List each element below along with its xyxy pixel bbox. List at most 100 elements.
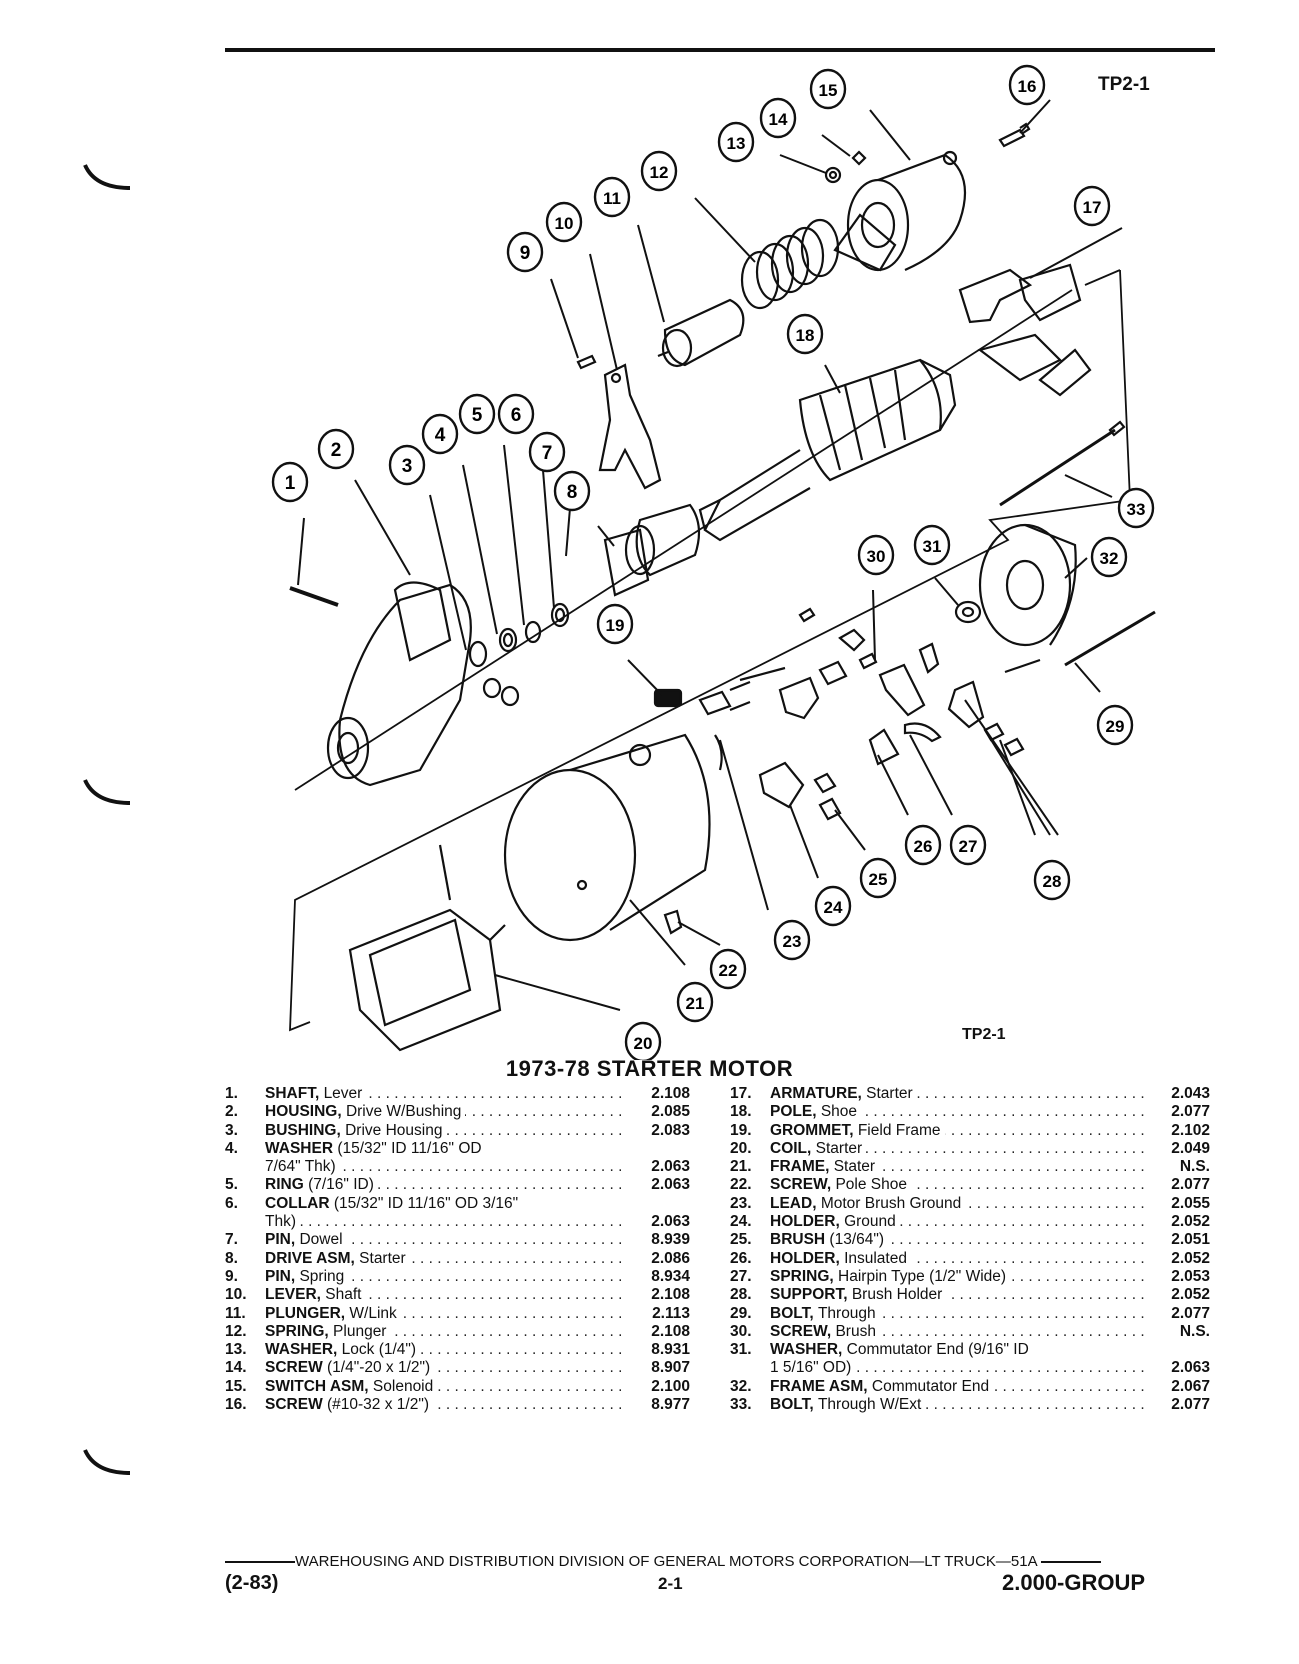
parts-row: 27.SPRING, Hairpin Type (1/2" Wide)2.053 xyxy=(730,1267,1210,1286)
part-number: 28. xyxy=(730,1286,752,1304)
callout-4: 4 xyxy=(421,413,459,455)
part-description: GROMMET, Field Frame xyxy=(770,1121,1144,1140)
part-description: SHAFT, Lever xyxy=(265,1085,624,1103)
callout-label: 32 xyxy=(1100,549,1119,568)
parts-row: 10.LEVER, Shaft2.108 xyxy=(225,1286,690,1305)
callout-label: 18 xyxy=(796,326,815,345)
part-name: FRAME ASM, xyxy=(770,1377,872,1395)
part-description: PIN, Spring xyxy=(265,1267,624,1286)
part-number: 3. xyxy=(225,1121,238,1139)
part-detail: 7/64" Thk) xyxy=(265,1158,336,1176)
part-number: 32. xyxy=(730,1377,752,1395)
callout-label: 3 xyxy=(402,456,413,477)
parts-row: 29.BOLT, Through2.077 xyxy=(730,1304,1210,1323)
part-group-code: 2.063 xyxy=(651,1176,690,1194)
part-name: SCREW, xyxy=(770,1322,836,1340)
part-name: WASHER, xyxy=(770,1341,847,1359)
callout-label: 5 xyxy=(472,405,483,426)
part-description: PLUNGER, W/Link xyxy=(265,1304,624,1323)
callout-27: 27 xyxy=(949,824,987,866)
part-description: SCREW, Brush xyxy=(770,1322,1144,1341)
part-description: SCREW (1/4"-20 x 1/2") xyxy=(265,1359,624,1378)
part-description: 1 5/16" OD) xyxy=(770,1359,1144,1378)
part-detail: Hairpin Type (1/2" Wide) xyxy=(838,1267,1007,1285)
part-detail: Starter xyxy=(359,1249,406,1267)
part-name: SCREW, xyxy=(770,1176,836,1194)
callout-18: 18 xyxy=(786,313,824,355)
callout-label: 29 xyxy=(1106,717,1125,736)
part-detail: 1 5/16" OD) xyxy=(770,1359,852,1377)
part-description: SPRING, Hairpin Type (1/2" Wide) xyxy=(770,1267,1144,1286)
part-number: 4. xyxy=(225,1139,238,1157)
part-number: 9. xyxy=(225,1267,238,1285)
part-description: RING (7/16" ID) xyxy=(265,1176,624,1195)
plunger-art xyxy=(657,298,745,368)
callout-9: 9 xyxy=(506,231,544,273)
callout-label: 2 xyxy=(331,440,342,461)
part-name: HOLDER, xyxy=(770,1249,845,1267)
page-title: 1973-78 STARTER MOTOR xyxy=(505,1056,794,1081)
part-description: BRUSH (13/64") xyxy=(770,1231,1144,1250)
part-group-code: 2.077 xyxy=(1171,1304,1210,1322)
part-group-code: 2.049 xyxy=(1171,1139,1210,1157)
part-number: 15. xyxy=(225,1377,247,1395)
parts-row: 9.PIN, Spring8.934 xyxy=(225,1267,690,1286)
part-name: BUSHING, xyxy=(265,1121,346,1139)
part-description: BOLT, Through xyxy=(770,1304,1144,1323)
parts-row: 19.GROMMET, Field Frame2.102 xyxy=(730,1121,1210,1140)
part-description: SUPPORT, Brush Holder xyxy=(770,1286,1144,1305)
callout-2: 2 xyxy=(317,428,355,470)
part-number: 24. xyxy=(730,1213,752,1231)
armature-art xyxy=(698,358,957,542)
part-detail: Starter xyxy=(866,1085,913,1102)
part-name: LEAD, xyxy=(770,1194,821,1212)
solenoid-art xyxy=(833,150,967,272)
part-detail: Stater xyxy=(833,1158,876,1176)
part-number: 19. xyxy=(730,1121,752,1139)
footer-group: 2.000-GROUP xyxy=(1002,1570,1146,1595)
callout-19: 19 xyxy=(596,603,634,645)
part-number: 21. xyxy=(730,1158,752,1176)
parts-row: 15.SWITCH ASM, Solenoid2.100 xyxy=(225,1377,690,1396)
part-detail: Shoe xyxy=(820,1103,858,1121)
parts-row: 2.HOUSING, Drive W/Bushing2.085 xyxy=(225,1103,690,1122)
part-number: 6. xyxy=(225,1194,238,1212)
parts-row: 13.WASHER, Lock (1/4")8.931 xyxy=(225,1341,690,1359)
callout-label: 27 xyxy=(959,837,978,856)
part-group-code: 2.063 xyxy=(651,1158,690,1176)
parts-row: 23.LEAD, Motor Brush Ground2.055 xyxy=(730,1194,1210,1213)
part-group-code: 8.977 xyxy=(651,1396,690,1414)
part-number: 18. xyxy=(730,1103,752,1121)
parts-row: 30.SCREW, BrushN.S. xyxy=(730,1322,1210,1341)
parts-row: 20.COIL, Starter2.049 xyxy=(730,1139,1210,1158)
part-description: HOLDER, Insulated xyxy=(770,1249,1144,1268)
part-group-code: 2.055 xyxy=(1171,1194,1210,1212)
part-detail: Shaft xyxy=(325,1286,362,1304)
part-description: WASHER, Commutator End (9/16" ID xyxy=(770,1341,1144,1359)
part-name: BOLT, xyxy=(770,1396,818,1414)
callout-12: 12 xyxy=(640,150,678,192)
callout-1: 1 xyxy=(271,461,309,503)
part-number: 22. xyxy=(730,1176,752,1194)
part-description: FRAME, Stater xyxy=(770,1158,1144,1176)
part-group-code: 2.077 xyxy=(1171,1103,1210,1121)
callout-26: 26 xyxy=(904,824,942,866)
part-name: GROMMET, xyxy=(770,1121,858,1139)
part-name: DRIVE ASM, xyxy=(265,1249,360,1267)
part-group-code: 2.108 xyxy=(651,1085,690,1102)
part-group-code: 2.108 xyxy=(651,1322,690,1340)
part-name: PLUNGER, xyxy=(265,1304,350,1322)
part-number: 8. xyxy=(225,1249,238,1267)
callout-31: 31 xyxy=(913,524,951,566)
parts-row: 7/64" Thk) 2.063 xyxy=(225,1158,690,1176)
part-number: 27. xyxy=(730,1267,752,1285)
part-group-code: 8.907 xyxy=(651,1359,690,1377)
callout-10: 10 xyxy=(545,201,583,243)
part-group-code: 2.113 xyxy=(652,1304,690,1322)
parts-row: 21.FRAME, StaterN.S. xyxy=(730,1158,1210,1176)
drive-assembly-art xyxy=(603,503,701,597)
part-group-code: 8.931 xyxy=(651,1341,690,1359)
part-number: 7. xyxy=(225,1231,238,1249)
callout-6: 6 xyxy=(497,393,535,435)
